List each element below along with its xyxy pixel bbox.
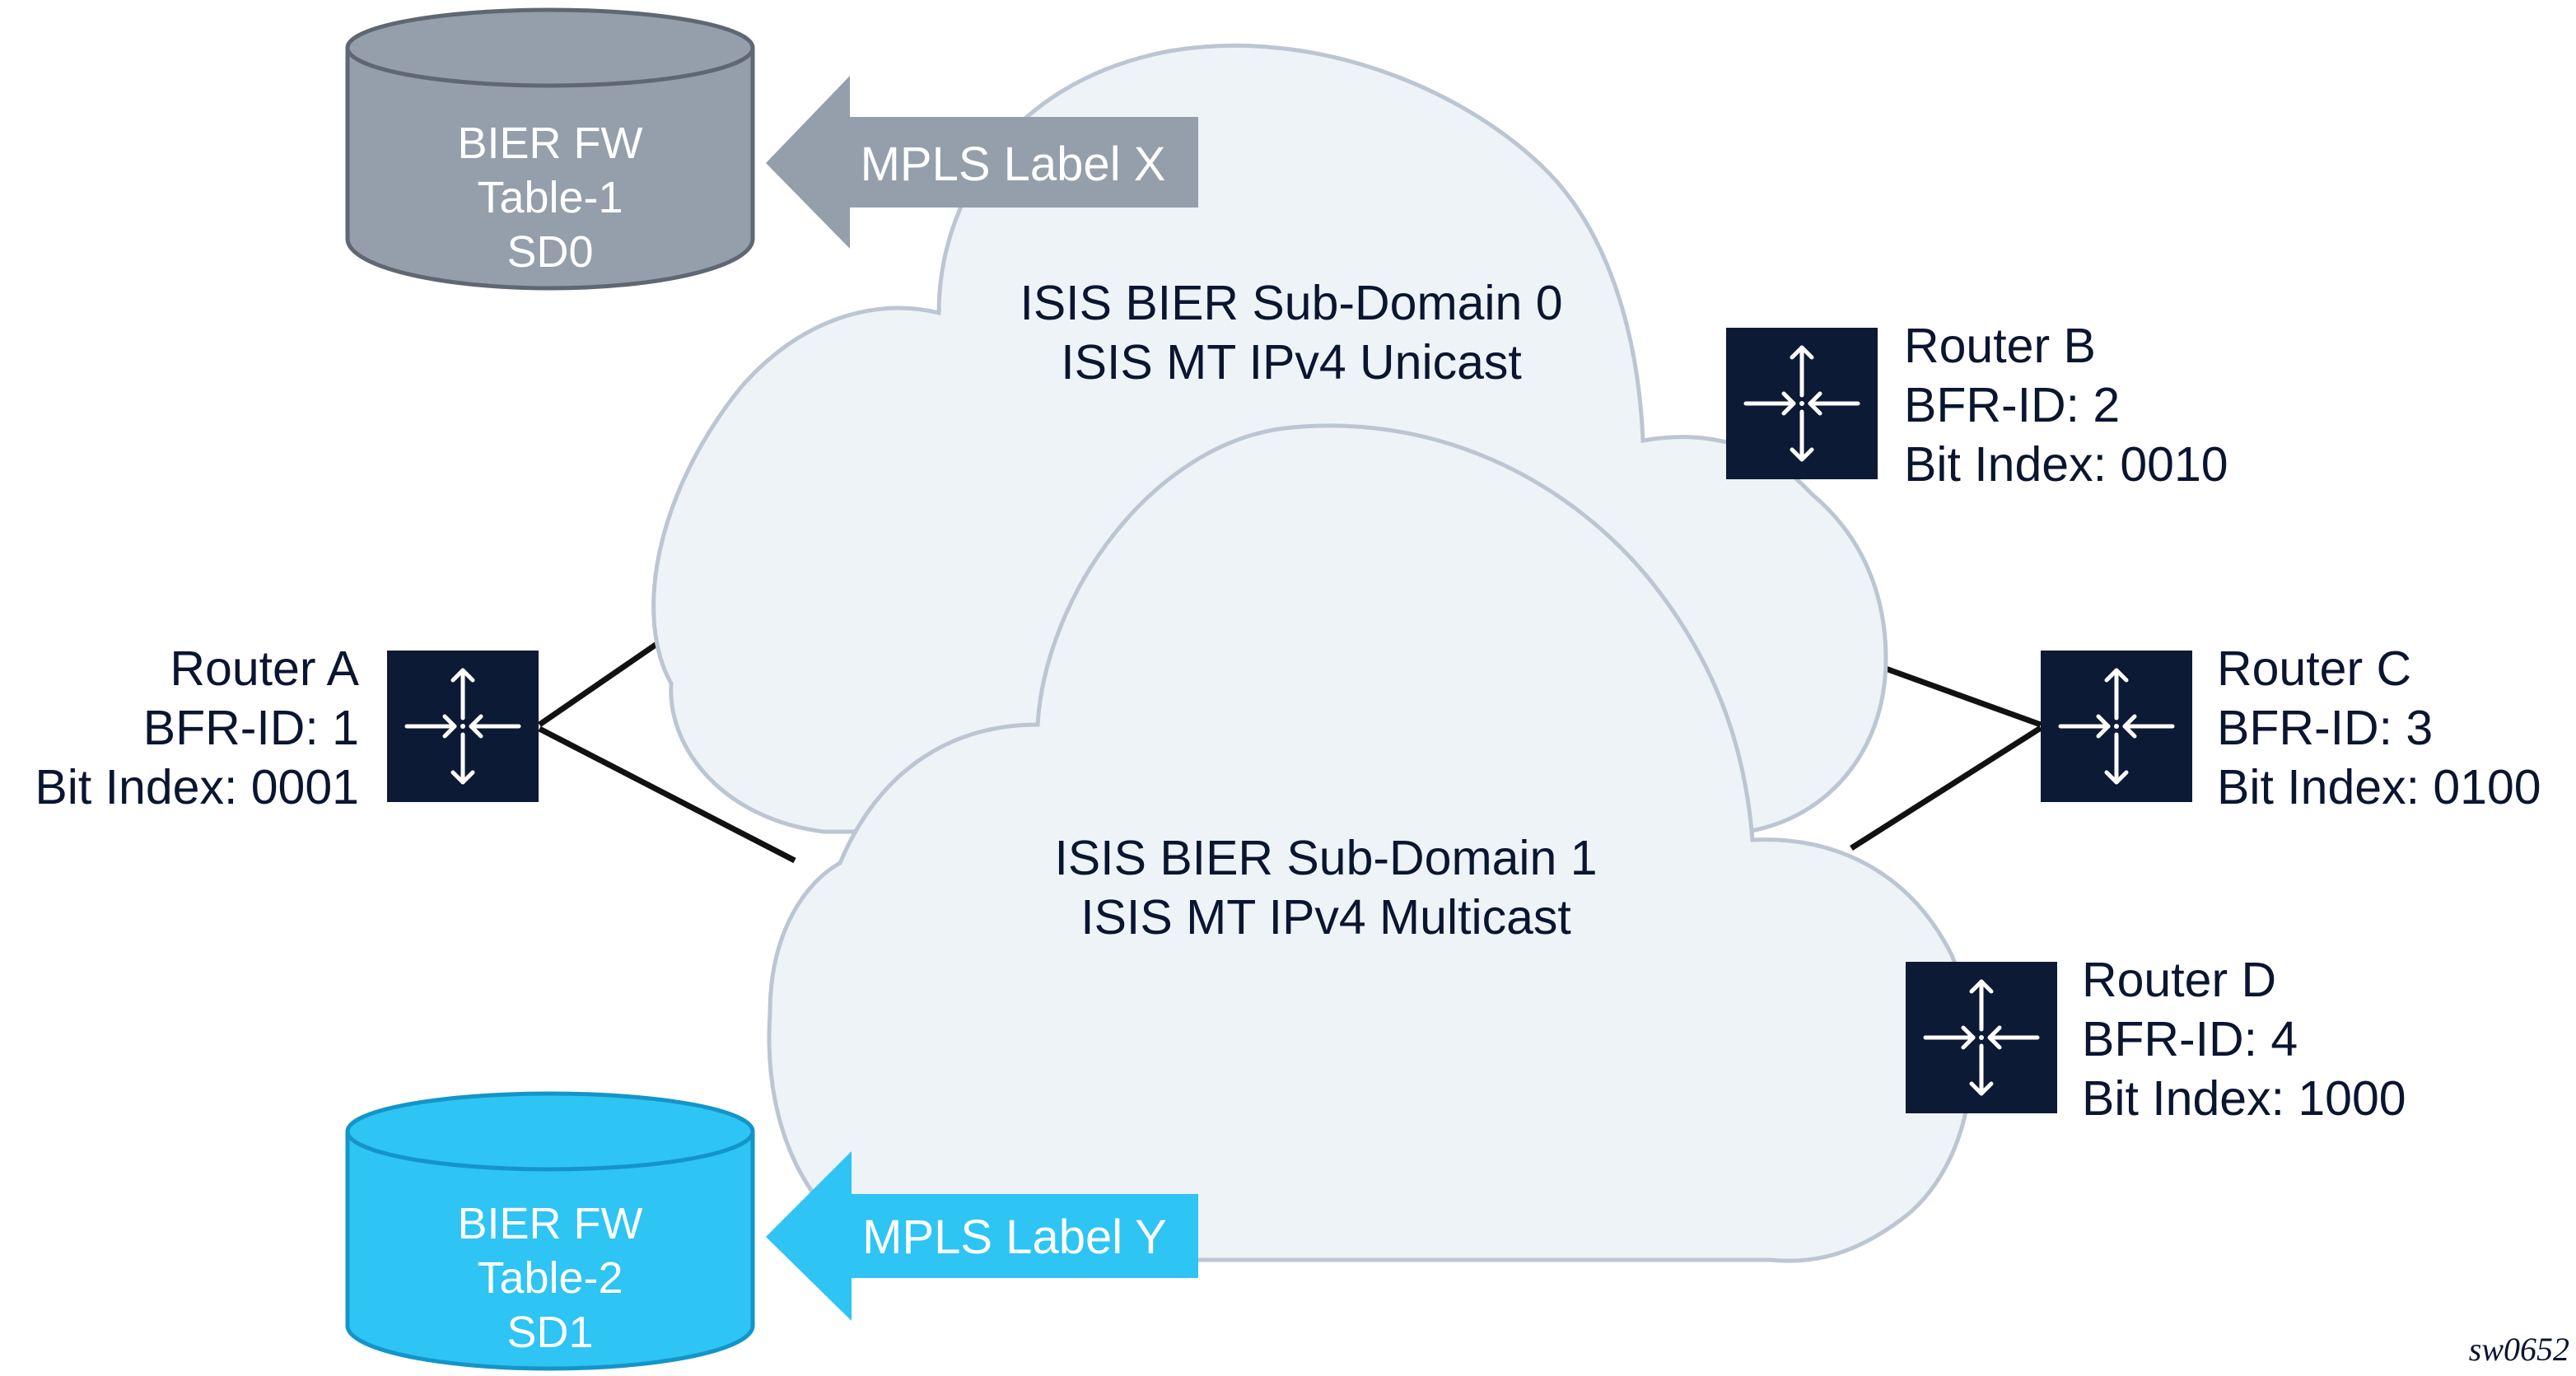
mpls-label-y-text: MPLS Label Y: [862, 1210, 1167, 1264]
table-2-line1: BIER FW: [458, 1199, 643, 1248]
router-d-bfr-id: BFR-ID: 4: [2082, 1012, 2298, 1066]
router-c-bit-index: Bit Index: 0100: [2217, 760, 2541, 814]
table-2-line2: Table-2: [477, 1253, 623, 1303]
router-a-bit-index: Bit Index: 0001: [35, 760, 359, 814]
table-2-line3: SD1: [506, 1308, 593, 1357]
link-c-sd0: [1884, 665, 2042, 728]
database-icon-table-2: [345, 1091, 755, 1371]
links: [538, 632, 2042, 864]
router-a-name: Router A: [170, 641, 359, 696]
router-d-name: Router D: [2082, 953, 2276, 1007]
mpls-label-y-arrow: [766, 1151, 1198, 1321]
database-icon-table-1: [345, 7, 755, 291]
router-b-bfr-id: BFR-ID: 2: [1904, 378, 2120, 432]
sd0-line2: ISIS MT IPv4 Unicast: [1061, 335, 1522, 389]
link-a-sd0: [538, 632, 673, 727]
link-a-sd1: [538, 725, 796, 864]
router-c-name: Router C: [2217, 641, 2411, 696]
table-1-line1: BIER FW: [458, 119, 643, 168]
router-b-bit-index: Bit Index: 0010: [1904, 437, 2228, 492]
table-1-line3: SD0: [506, 227, 593, 277]
sd1-line1: ISIS BIER Sub-Domain 1: [1054, 831, 1597, 885]
router-d-bit-index: Bit Index: 1000: [2082, 1071, 2406, 1126]
router-a-bfr-id: BFR-ID: 1: [143, 701, 359, 755]
router-icon-d: [1906, 962, 2057, 1113]
link-c-sd1: [1850, 725, 2042, 851]
router-b-name: Router B: [1904, 319, 2096, 373]
mpls-label-x-arrow: [766, 76, 1198, 249]
mpls-label-x-text: MPLS Label X: [861, 138, 1166, 191]
router-icon-a: [387, 651, 539, 802]
router-icon-b: [1726, 328, 1878, 479]
sd1-line2: ISIS MT IPv4 Multicast: [1080, 890, 1571, 945]
router-c-bfr-id: BFR-ID: 3: [2217, 701, 2433, 755]
router-icon-c: [2041, 651, 2192, 802]
figure-code: sw0652: [2469, 1331, 2569, 1368]
sd0-line1: ISIS BIER Sub-Domain 0: [1020, 276, 1562, 330]
table-1-line2: Table-1: [477, 173, 623, 222]
